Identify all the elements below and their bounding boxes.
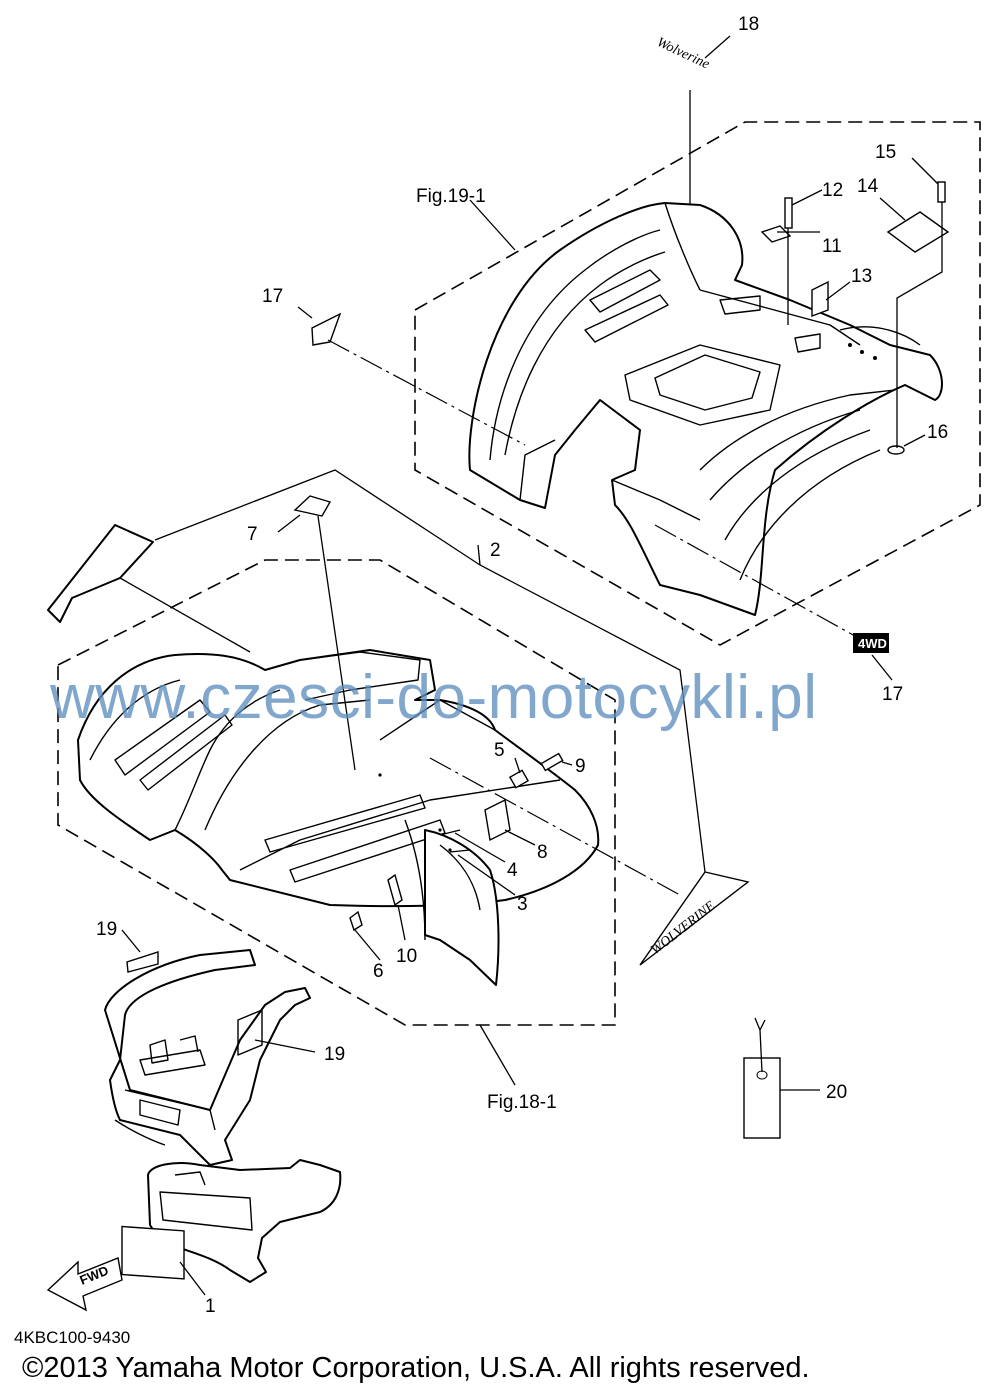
callout-18: 18 xyxy=(738,14,759,35)
callout-numbers: 18 15 12 14 11 13 16 17 17 7 2 5 9 8 4 3… xyxy=(96,14,948,1317)
callout-5: 5 xyxy=(494,740,505,761)
callout-2: 2 xyxy=(490,540,501,561)
callout-3: 3 xyxy=(517,894,528,915)
callout-7: 7 xyxy=(247,524,258,545)
side-decal-2 xyxy=(47,524,154,623)
clip-13 xyxy=(811,280,829,318)
skid-plate xyxy=(121,1159,342,1283)
callout-6: 6 xyxy=(373,961,384,982)
label-17-left xyxy=(311,312,342,346)
front-fender-group xyxy=(57,559,616,1026)
callout-9: 9 xyxy=(575,756,586,777)
washer-16 xyxy=(887,445,905,455)
rear-fender xyxy=(468,202,943,616)
tag-17-decal: 4WD xyxy=(853,633,889,653)
fwd-arrow-decal: FWD xyxy=(46,1257,123,1312)
callout-16: 16 xyxy=(927,422,948,443)
bolt-15 xyxy=(937,181,946,203)
rear-fender-group xyxy=(414,121,981,646)
fig-ref-front: Fig.18-1 xyxy=(487,1092,557,1113)
label-7 xyxy=(293,495,332,517)
leader-lines xyxy=(119,35,939,1296)
front-hardware xyxy=(349,752,564,932)
bolt-12 xyxy=(784,197,793,229)
callout-11: 11 xyxy=(822,236,842,257)
wolverine-rear-decal: Wolverine xyxy=(654,35,711,72)
callout-14: 14 xyxy=(857,176,879,197)
callout-4: 4 xyxy=(507,860,518,881)
wolverine-rear-text: Wolverine xyxy=(654,35,711,72)
plate-14 xyxy=(886,211,950,253)
callout-8: 8 xyxy=(537,842,548,863)
callout-1: 1 xyxy=(205,1296,216,1317)
front-fender xyxy=(77,649,600,986)
callout-19-left: 19 xyxy=(96,919,117,940)
fig-ref-rear: Fig.19-1 xyxy=(416,186,486,207)
front-guard xyxy=(104,949,311,1166)
plate-label-1 xyxy=(121,1225,185,1280)
rivet-10 xyxy=(387,873,403,907)
rear-fender-dashed-outline xyxy=(414,121,981,646)
front-fender-dashed-outline xyxy=(57,559,616,1026)
plate-8 xyxy=(484,798,511,842)
rivet-6 xyxy=(349,910,363,932)
collar-5 xyxy=(508,769,530,789)
callout-13: 13 xyxy=(851,266,872,287)
rear-hardware xyxy=(760,181,950,455)
watermark: www.czesci-do-motocykli.pl xyxy=(50,663,818,732)
callout-17-right: 17 xyxy=(882,684,903,705)
copyright-notice: ©2013 Yamaha Motor Corporation, U.S.A. A… xyxy=(22,1352,810,1384)
callout-15: 15 xyxy=(875,142,896,163)
part-code: 4KBC100-9430 xyxy=(14,1328,131,1347)
callout-12: 12 xyxy=(822,180,843,201)
wolverine-front-decal: WOLVERINE xyxy=(639,871,750,966)
callout-10: 10 xyxy=(396,946,417,967)
callout-17-left: 17 xyxy=(262,286,283,307)
bracket-11 xyxy=(760,225,792,243)
callout-19-right: 19 xyxy=(324,1044,345,1065)
bolt-9 xyxy=(540,752,564,772)
tag-17-text: 4WD xyxy=(858,636,887,651)
label-19-left xyxy=(126,951,159,973)
callout-20: 20 xyxy=(826,1082,847,1103)
